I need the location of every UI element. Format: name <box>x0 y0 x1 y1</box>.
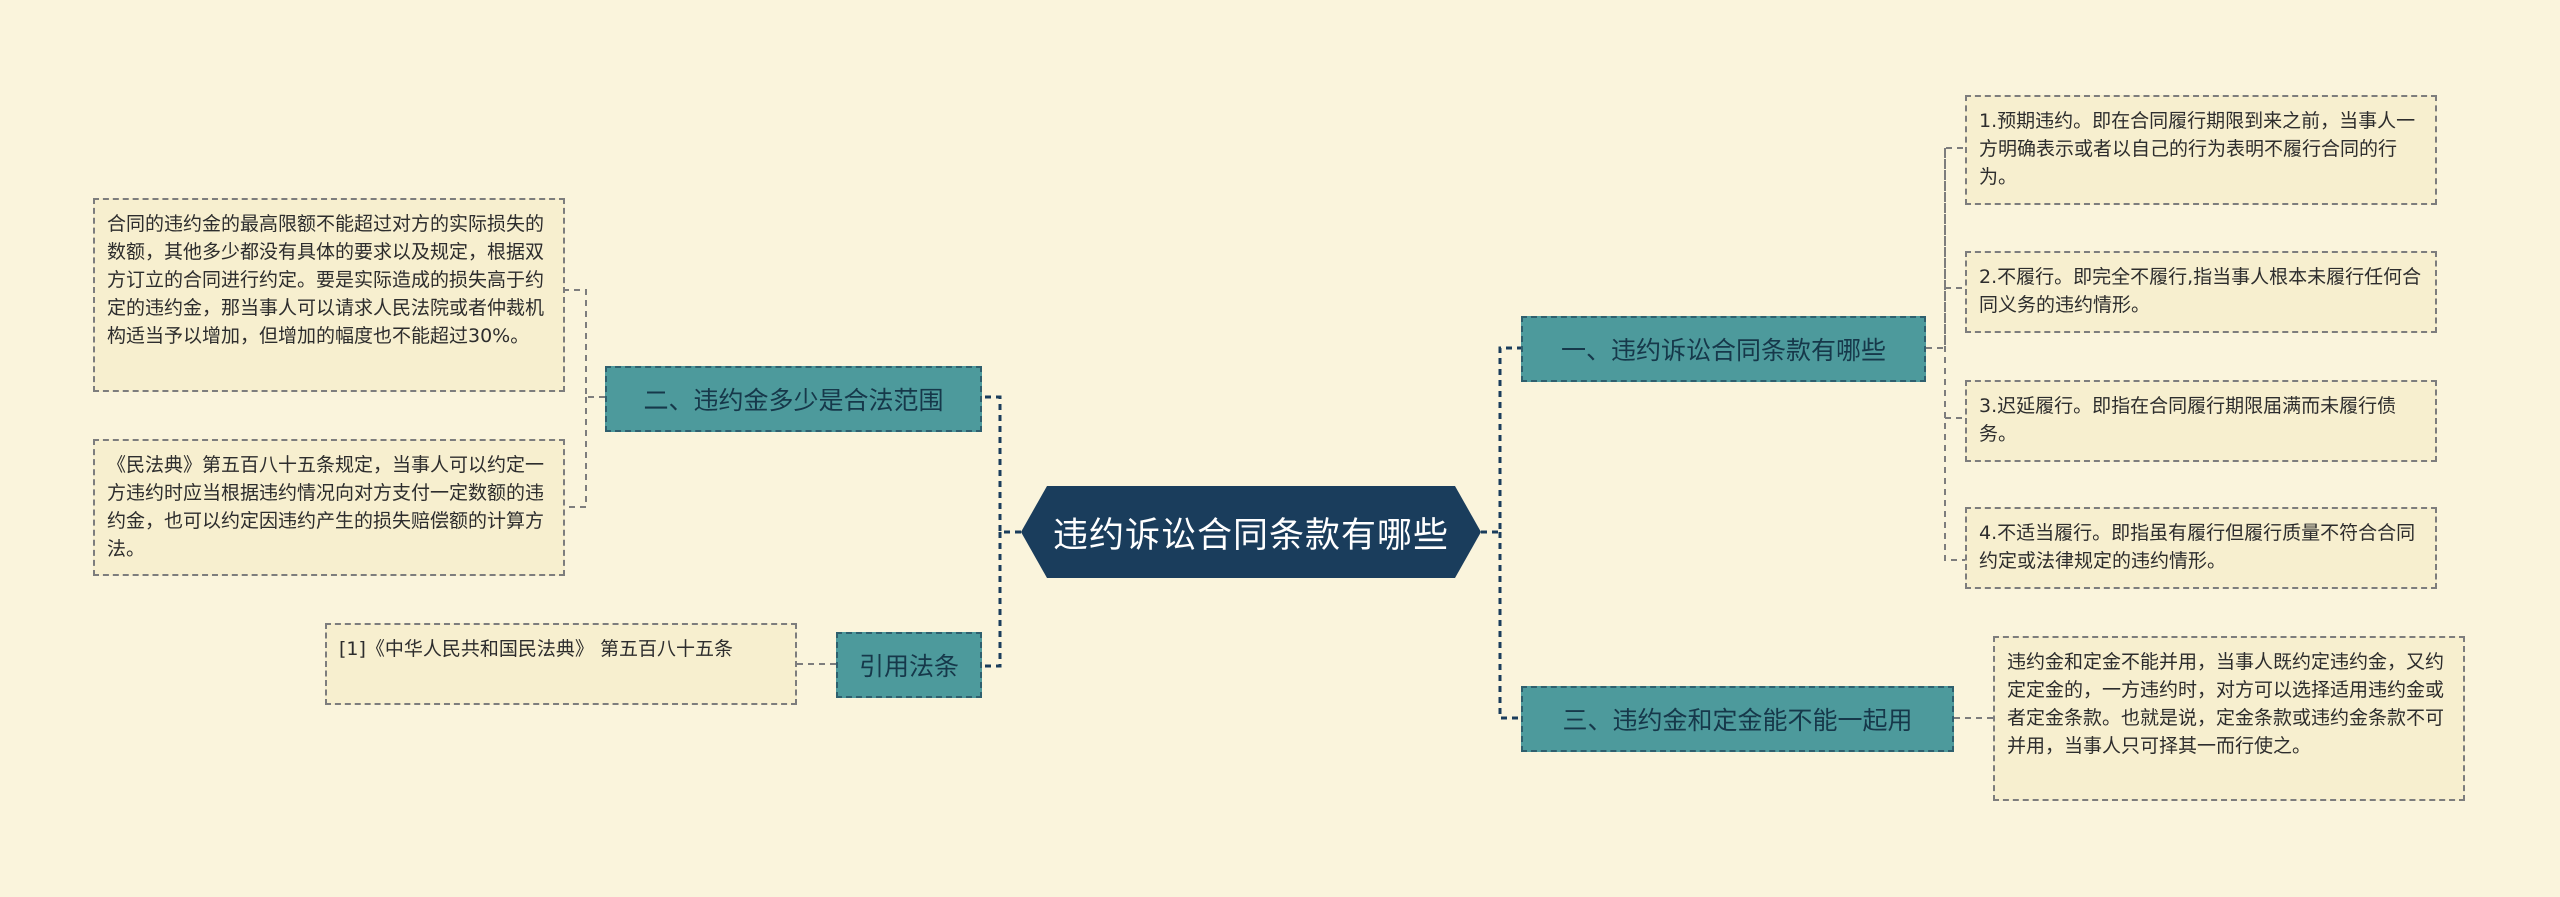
connector-b1-leaves <box>1926 147 1965 561</box>
connector-center-right <box>1481 346 1521 534</box>
leaf-5[interactable]: 违约金和定金不能并用，当事人既约定违约金，又约定定金的，一方违约时，对方可以选择… <box>1993 636 2465 801</box>
leaf-2-text: 2.不履行。即完全不履行,指当事人根本未履行任何合同义务的违约情形。 <box>1979 266 2422 316</box>
connector-center-yinyong <box>982 532 1002 668</box>
branch-2-label: 二、违约金多少是合法范围 <box>643 386 944 415</box>
connector-center-left <box>982 395 1021 534</box>
branch-1[interactable]: 一、违约诉讼合同条款有哪些 <box>1521 316 1926 382</box>
leaf-5-text: 违约金和定金不能并用，当事人既约定违约金，又约定定金的，一方违约时，对方可以选择… <box>2007 651 2445 757</box>
leaf-3-text: 3.迟延履行。即指在合同履行期限届满而未履行债务。 <box>1979 395 2397 445</box>
central-topic-label: 违约诉讼合同条款有哪些 <box>1052 515 1449 556</box>
leaf-8[interactable]: [1]《中华人民共和国民法典》 第五百八十五条 <box>325 623 797 705</box>
leaf-7[interactable]: 《民法典》第五百八十五条规定，当事人可以约定一方违约时应当根据违约情况向对方支付… <box>93 439 565 576</box>
leaf-4[interactable]: 4.不适当履行。即指虽有履行但履行质量不符合合同约定或法律规定的违约情形。 <box>1965 507 2437 589</box>
leaf-1-text: 1.预期违约。即在合同履行期限到来之前，当事人一方明确表示或者以自己的行为表明不… <box>1979 110 2416 188</box>
leaf-2[interactable]: 2.不履行。即完全不履行,指当事人根本未履行任何合同义务的违约情形。 <box>1965 251 2437 333</box>
leaf-4-text: 4.不适当履行。即指虽有履行但履行质量不符合合同约定或法律规定的违约情形。 <box>1979 522 2416 572</box>
branch-yinyong-label: 引用法条 <box>858 652 959 681</box>
branch-1-label: 一、违约诉讼合同条款有哪些 <box>1560 336 1886 365</box>
connector-b2-leaves <box>565 289 605 508</box>
connector-center-b3 <box>1498 532 1521 720</box>
leaf-6-text: 合同的违约金的最高限额不能超过对方的实际损失的数额，其他多少都没有具体的要求以及… <box>107 213 545 347</box>
branch-3-label: 三、违约金和定金能不能一起用 <box>1562 706 1913 735</box>
leaf-7-text: 《民法典》第五百八十五条规定，当事人可以约定一方违约时应当根据违约情况向对方支付… <box>107 454 545 560</box>
leaf-6[interactable]: 合同的违约金的最高限额不能超过对方的实际损失的数额，其他多少都没有具体的要求以及… <box>93 198 565 392</box>
leaf-3[interactable]: 3.迟延履行。即指在合同履行期限届满而未履行债务。 <box>1965 380 2437 462</box>
branch-yinyong[interactable]: 引用法条 <box>836 632 982 698</box>
leaf-1[interactable]: 1.预期违约。即在合同履行期限到来之前，当事人一方明确表示或者以自己的行为表明不… <box>1965 95 2437 205</box>
branch-2[interactable]: 二、违约金多少是合法范围 <box>605 366 982 432</box>
branch-3[interactable]: 三、违约金和定金能不能一起用 <box>1521 686 1954 752</box>
leaf-8-text: [1]《中华人民共和国民法典》 第五百八十五条 <box>339 638 733 660</box>
central-topic[interactable]: 违约诉讼合同条款有哪些 <box>1021 486 1481 578</box>
